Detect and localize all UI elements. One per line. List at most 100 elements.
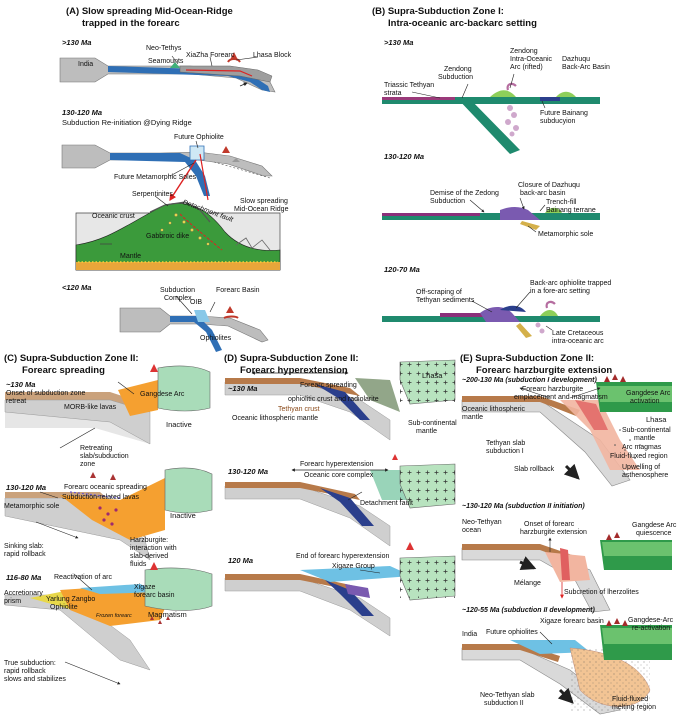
label-subduction-lavas: Subduction-related lavas	[62, 494, 140, 501]
label-zendong-arc-1: Zendong	[510, 48, 538, 55]
label-upwelling-1: Upwelling of	[622, 464, 661, 471]
label-retreating-2: slab/subduction	[80, 453, 129, 460]
panel-d-title-line2: Forearc hyperextension	[240, 365, 348, 376]
panel-d-age3: 120 Ma	[228, 556, 254, 565]
label-metamorphic-sole-b: Metamorphic sole	[538, 231, 594, 238]
label-slow-spreading-2: Mid-Ocean Ridge	[234, 206, 289, 213]
panel-d-section-3	[224, 542, 456, 637]
label-sub-continental-d-2: mantle	[416, 428, 438, 435]
label-xigaze-group: Xigaze Group	[332, 563, 375, 570]
label-harzburgite-4: fluids	[130, 561, 147, 568]
panel-e-section-1	[461, 374, 672, 487]
label-tethyan-slab-2: subduction I	[486, 448, 524, 455]
panel-e-section-2	[461, 532, 672, 613]
label-demise-2: Subduction	[430, 198, 466, 205]
panel-c-age3-note: Reactivation of arc	[54, 574, 112, 581]
panel-b-age1: >130 Ma	[384, 38, 414, 47]
label-oceanic-core-complex: Oceanic core complex	[304, 472, 374, 479]
label-late-cretaceous-2: intra-oceanic arc	[552, 338, 604, 345]
label-neo-tethyan-ocean-2: ocean	[462, 527, 482, 534]
panel-b-section-1	[382, 73, 600, 154]
panel-b-age3: 120-70 Ma	[384, 265, 420, 274]
label-future-bainang-2: subducyion	[540, 118, 576, 125]
label-gangdese-activation-1: Gangdese Arc	[626, 390, 671, 397]
label-offscraping-2: Tethyan sediments	[416, 297, 475, 304]
panel-a-section-3	[119, 295, 269, 352]
label-future-metamorphic-soles: Future Metamorphic Soles	[114, 174, 197, 181]
panel-d-section-1	[224, 359, 456, 441]
label-magmatism: Magmatism	[148, 610, 187, 619]
label-melange: Mélange	[514, 580, 541, 587]
label-sub-continental-e-1: Sub-continental	[622, 427, 671, 434]
label-future-ophiolite: Future Ophiolite	[174, 134, 224, 141]
label-retreating-3: zone	[80, 461, 96, 468]
panel-d-diagrams	[224, 359, 456, 637]
label-inactive-1: Inactive	[166, 420, 192, 429]
label-onset-retreat-2: retreat	[6, 398, 27, 405]
label-forearc-harz-1: Forearc harzburgite	[522, 386, 584, 393]
label-zendong-subduction-2: Subduction	[438, 74, 474, 81]
panel-c-title-line2: Forearc spreading	[22, 365, 105, 376]
label-seamounts: Seamounts	[148, 58, 184, 65]
label-forearc-harz-2: emplacement and magmatism	[514, 394, 608, 401]
panel-d-age1: ~130 Ma	[228, 384, 258, 393]
label-triassic-1: Triassic Tethyan	[384, 82, 435, 89]
label-sub-continental-e-2: mantle	[634, 435, 656, 442]
panel-b-title-line2: Intra-oceanic arc-backarc setting	[388, 18, 537, 29]
panel-e-diagrams	[461, 374, 672, 715]
label-frozen-forearc: Frozen forearc	[96, 613, 132, 619]
label-india: India	[78, 61, 94, 68]
label-yarlung-2: Ophiolite	[50, 604, 78, 611]
label-morb-lavas: MORB-like lavas	[64, 404, 117, 411]
label-future-ophiolites: Future ophiolites	[486, 629, 538, 636]
panel-d-title-line1: (D) Supra-Subduction Zone II:	[224, 353, 359, 364]
label-subcretion: Subcretion of lherzolites	[564, 589, 639, 596]
panel-c-age3: 116-80 Ma	[6, 573, 42, 582]
label-harzburgite-3: slab-derived	[130, 553, 169, 560]
panel-d-section-2	[224, 454, 456, 547]
panel-b-diagrams	[382, 73, 600, 338]
label-gangdese-quiescence-1: Gangdese Arc	[632, 522, 677, 529]
panel-b-title-line1: (B) Supra-Subduction Zone I:	[372, 6, 504, 17]
label-true-subduction-1: True subduction:	[4, 660, 56, 667]
label-serpentinites: Serpentinites	[132, 191, 173, 198]
panel-c-age2: 130-120 Ma	[6, 483, 47, 492]
label-forearc-basin: Forearc Basin	[216, 287, 260, 294]
panel-b-section-3	[382, 291, 600, 338]
label-oceanic-litho-e-2: mantle	[462, 414, 484, 421]
label-subduction-complex-2: Complex	[164, 295, 192, 302]
label-backarc-ophiolite-2: in a fore-arc setting	[530, 288, 590, 295]
panel-a-age1: >130 Ma	[62, 38, 92, 47]
label-closure-2: back-arc basin	[520, 190, 566, 197]
label-fluid-melting-1: Fluid-fluxed	[612, 696, 649, 703]
label-dazhuqu-2: Back-Arc Basin	[562, 64, 610, 71]
label-onset-retreat-1: Onset of subduction zone	[6, 390, 86, 397]
label-lhasa-block: Lhasa Block	[253, 52, 292, 59]
panel-a-zoom-block	[75, 195, 281, 271]
label-end-hyperextension: End of forearc hyperextension	[296, 553, 390, 560]
label-closure-1: Closure of Dazhuqu	[518, 182, 580, 189]
label-xigaze-c-1: Xigaze	[134, 584, 156, 591]
label-accretionary-2: prism	[4, 598, 22, 605]
label-xiazha-forearc: XiaZha Forearc	[186, 52, 235, 59]
panel-c-section-1	[4, 364, 211, 449]
label-gangdese-reactivation-1: Gangdese-Arc	[628, 617, 674, 624]
label-harzburgite-2: interaction with	[130, 545, 177, 552]
label-gangdese-quiescence-2: quiescence	[636, 530, 672, 537]
label-zendong-arc-3: Arc (rifted)	[510, 64, 543, 71]
label-india-e: India	[462, 631, 478, 638]
panel-b-age2: 130-120 Ma	[384, 152, 425, 161]
panel-a-age2: 130-120 Ma	[62, 108, 103, 117]
label-gangdese-arc-c: Gangdese Arc	[140, 391, 185, 398]
label-yarlung-1: Yarlung Zangbo	[46, 596, 96, 603]
label-retreating-1: Retreating	[80, 445, 113, 452]
label-neo-tethyan-ocean-1: Neo-Tethyan	[462, 519, 502, 526]
panel-e-age2: ~130-120 Ma (subduction II initiation)	[462, 503, 585, 510]
panel-a-age3: <120 Ma	[62, 283, 92, 292]
label-tethyan-slab-1: Tethyan slab	[486, 440, 526, 447]
label-neo-tethys: Neo-Tethys	[146, 45, 182, 52]
label-metamorphic-sole-c: Metamorphic sole	[4, 503, 60, 510]
label-lhasa-d: Lhasa	[422, 371, 443, 380]
label-lhasa-e: Lhasa	[646, 415, 667, 424]
